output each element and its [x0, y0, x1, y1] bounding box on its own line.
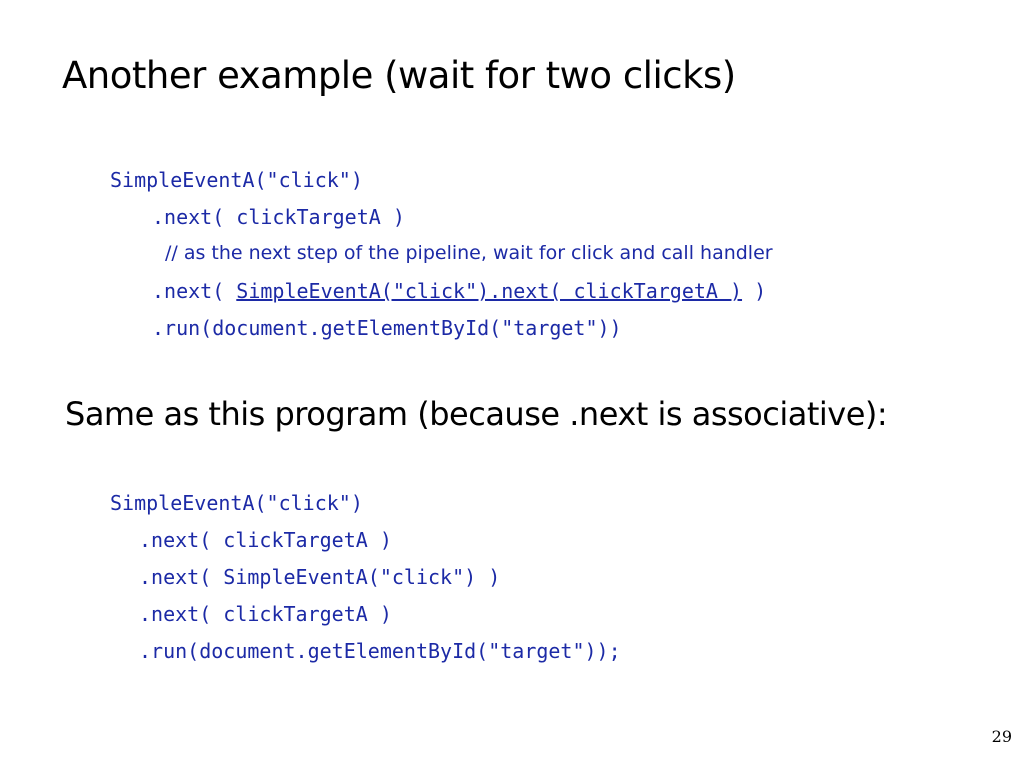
code-line: SimpleEventA("click"): [110, 168, 363, 192]
section-heading: Same as this program (because .next is a…: [65, 395, 888, 433]
code-line: .next( clickTargetA ): [152, 205, 405, 229]
code-line: SimpleEventA("click"): [110, 491, 363, 515]
underlined-code-fragment: SimpleEventA("click").next( clickTargetA…: [236, 279, 743, 303]
code-line: .run(document.getElementById("target"));: [139, 639, 621, 663]
page-number: 29: [991, 727, 1012, 746]
code-line: .next( clickTargetA ): [139, 528, 392, 552]
code-fragment: ): [742, 279, 767, 303]
code-line: .next( SimpleEventA("click").next( click…: [152, 279, 766, 303]
code-comment: // as the next step of the pipeline, wai…: [165, 242, 773, 264]
code-line: .next( clickTargetA ): [139, 602, 392, 626]
code-line: .run(document.getElementById("target")): [152, 316, 622, 340]
slide-title: Another example (wait for two clicks): [62, 54, 736, 97]
code-line: .next( SimpleEventA("click") ): [139, 565, 501, 589]
code-fragment: .next(: [152, 279, 237, 303]
